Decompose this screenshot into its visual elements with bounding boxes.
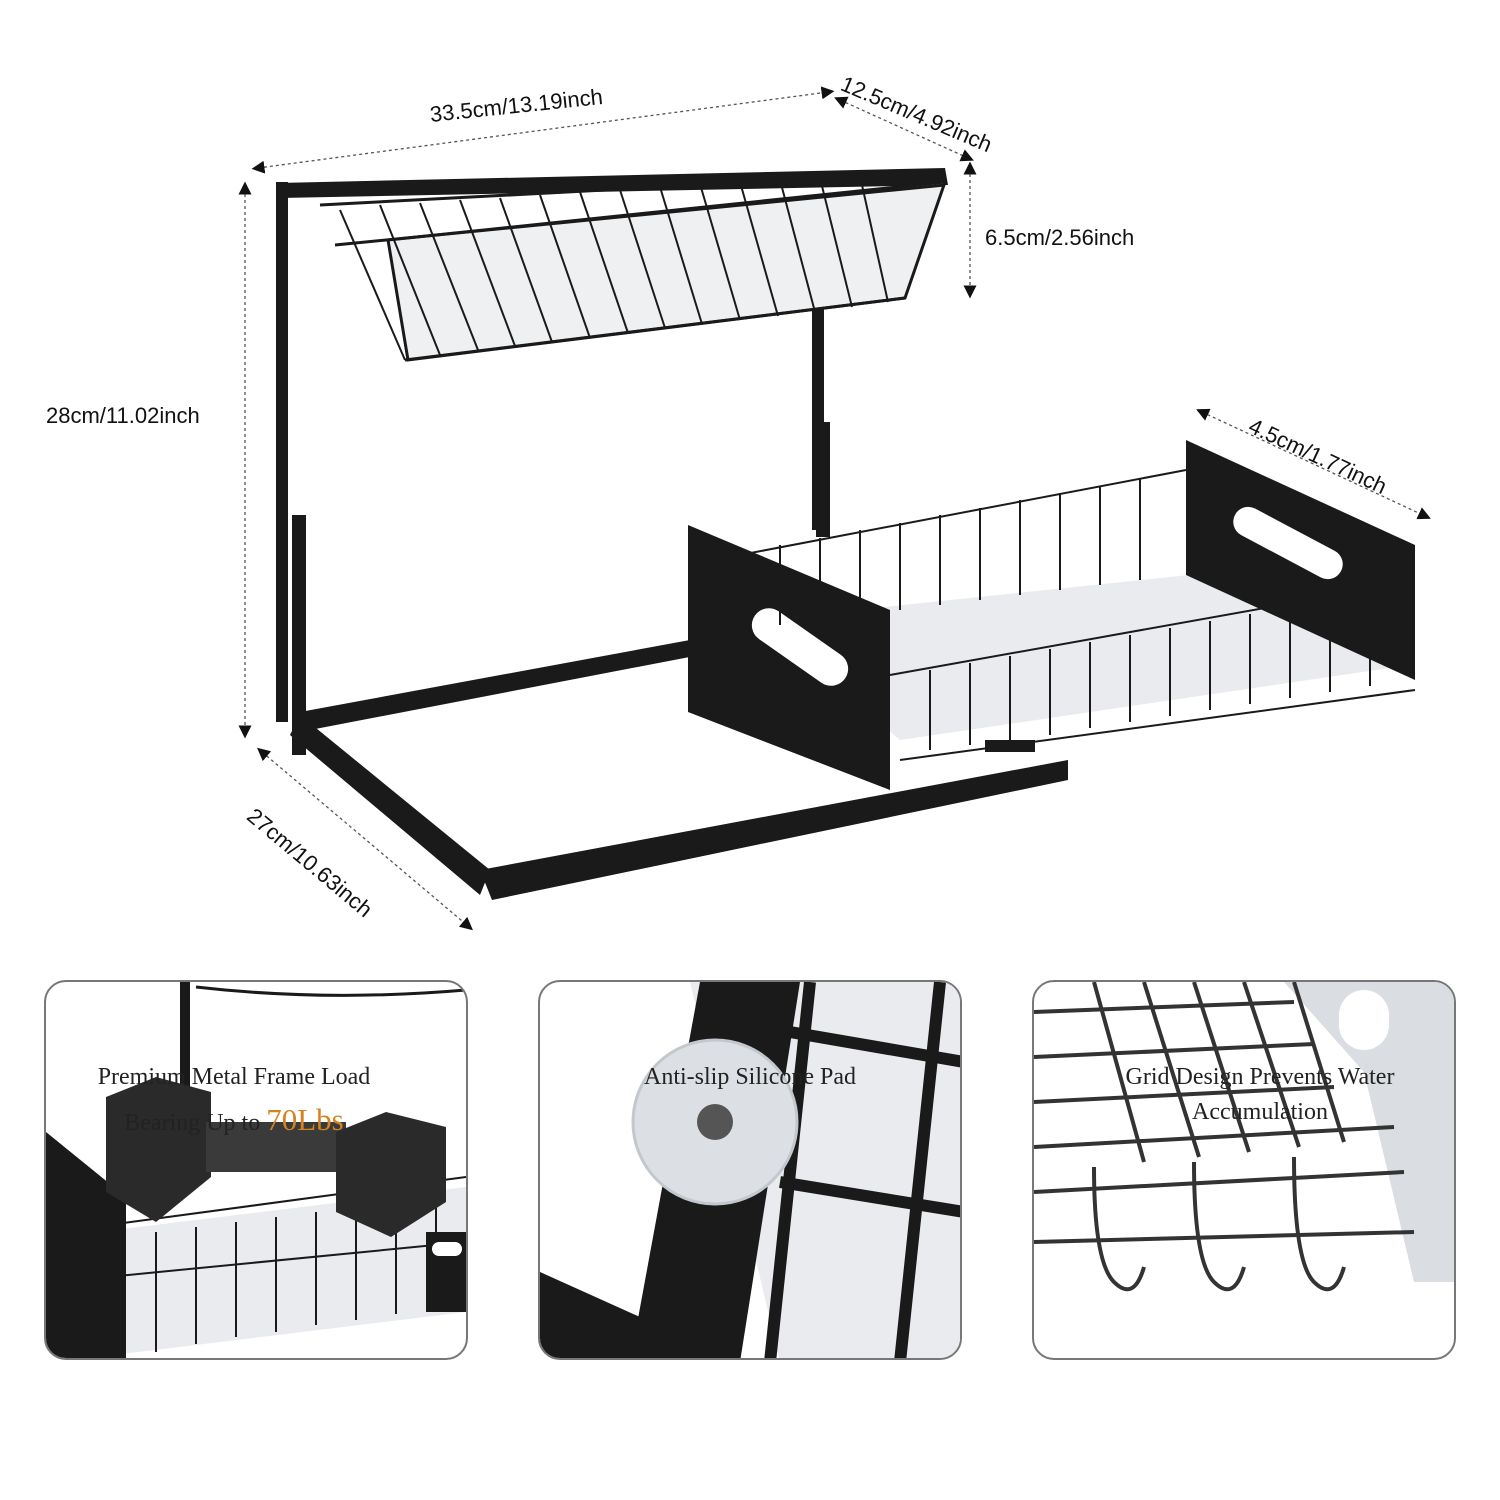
caption-load: Premium Metal Frame Load (44, 1060, 424, 1095)
caption-grid-line2: Accumulation (1192, 1098, 1328, 1125)
caption-load-line2: Bearing Up to (124, 1110, 267, 1136)
detail-panel-load (44, 980, 468, 1360)
caption-grid-line1: Grid Design Prevents Water (1125, 1064, 1395, 1090)
dimension-basket-height: 6.5cm/2.56inch (985, 225, 1135, 250)
detail-panel-pad (538, 980, 962, 1360)
caption-pad-text: Anti-slip Silicone Pad (644, 1064, 856, 1090)
rack-frame (276, 168, 1068, 900)
grid-basket-illustration (1034, 982, 1454, 1292)
dimension-total-height: 28cm/11.02inch (46, 403, 200, 428)
detail-panel-grid (1032, 980, 1456, 1360)
top-basket (319, 170, 948, 362)
caption-grid: Grid Design Prevents Water Accumulation (1050, 1060, 1470, 1130)
dumbbell-basket-illustration (46, 982, 466, 1358)
silicone-pad-illustration (540, 982, 960, 1358)
rack-drawing (238, 86, 1431, 931)
caption-pad: Anti-slip Silicone Pad (560, 1060, 940, 1095)
caption-load-line1: Premium Metal Frame Load (97, 1064, 371, 1090)
caption-load-line2-wrap: Bearing Up to 70Lbs (44, 1098, 424, 1143)
bottom-drawer (688, 440, 1416, 790)
caption-load-weight: 70Lbs (266, 1102, 344, 1137)
dimension-lines (238, 86, 1431, 931)
